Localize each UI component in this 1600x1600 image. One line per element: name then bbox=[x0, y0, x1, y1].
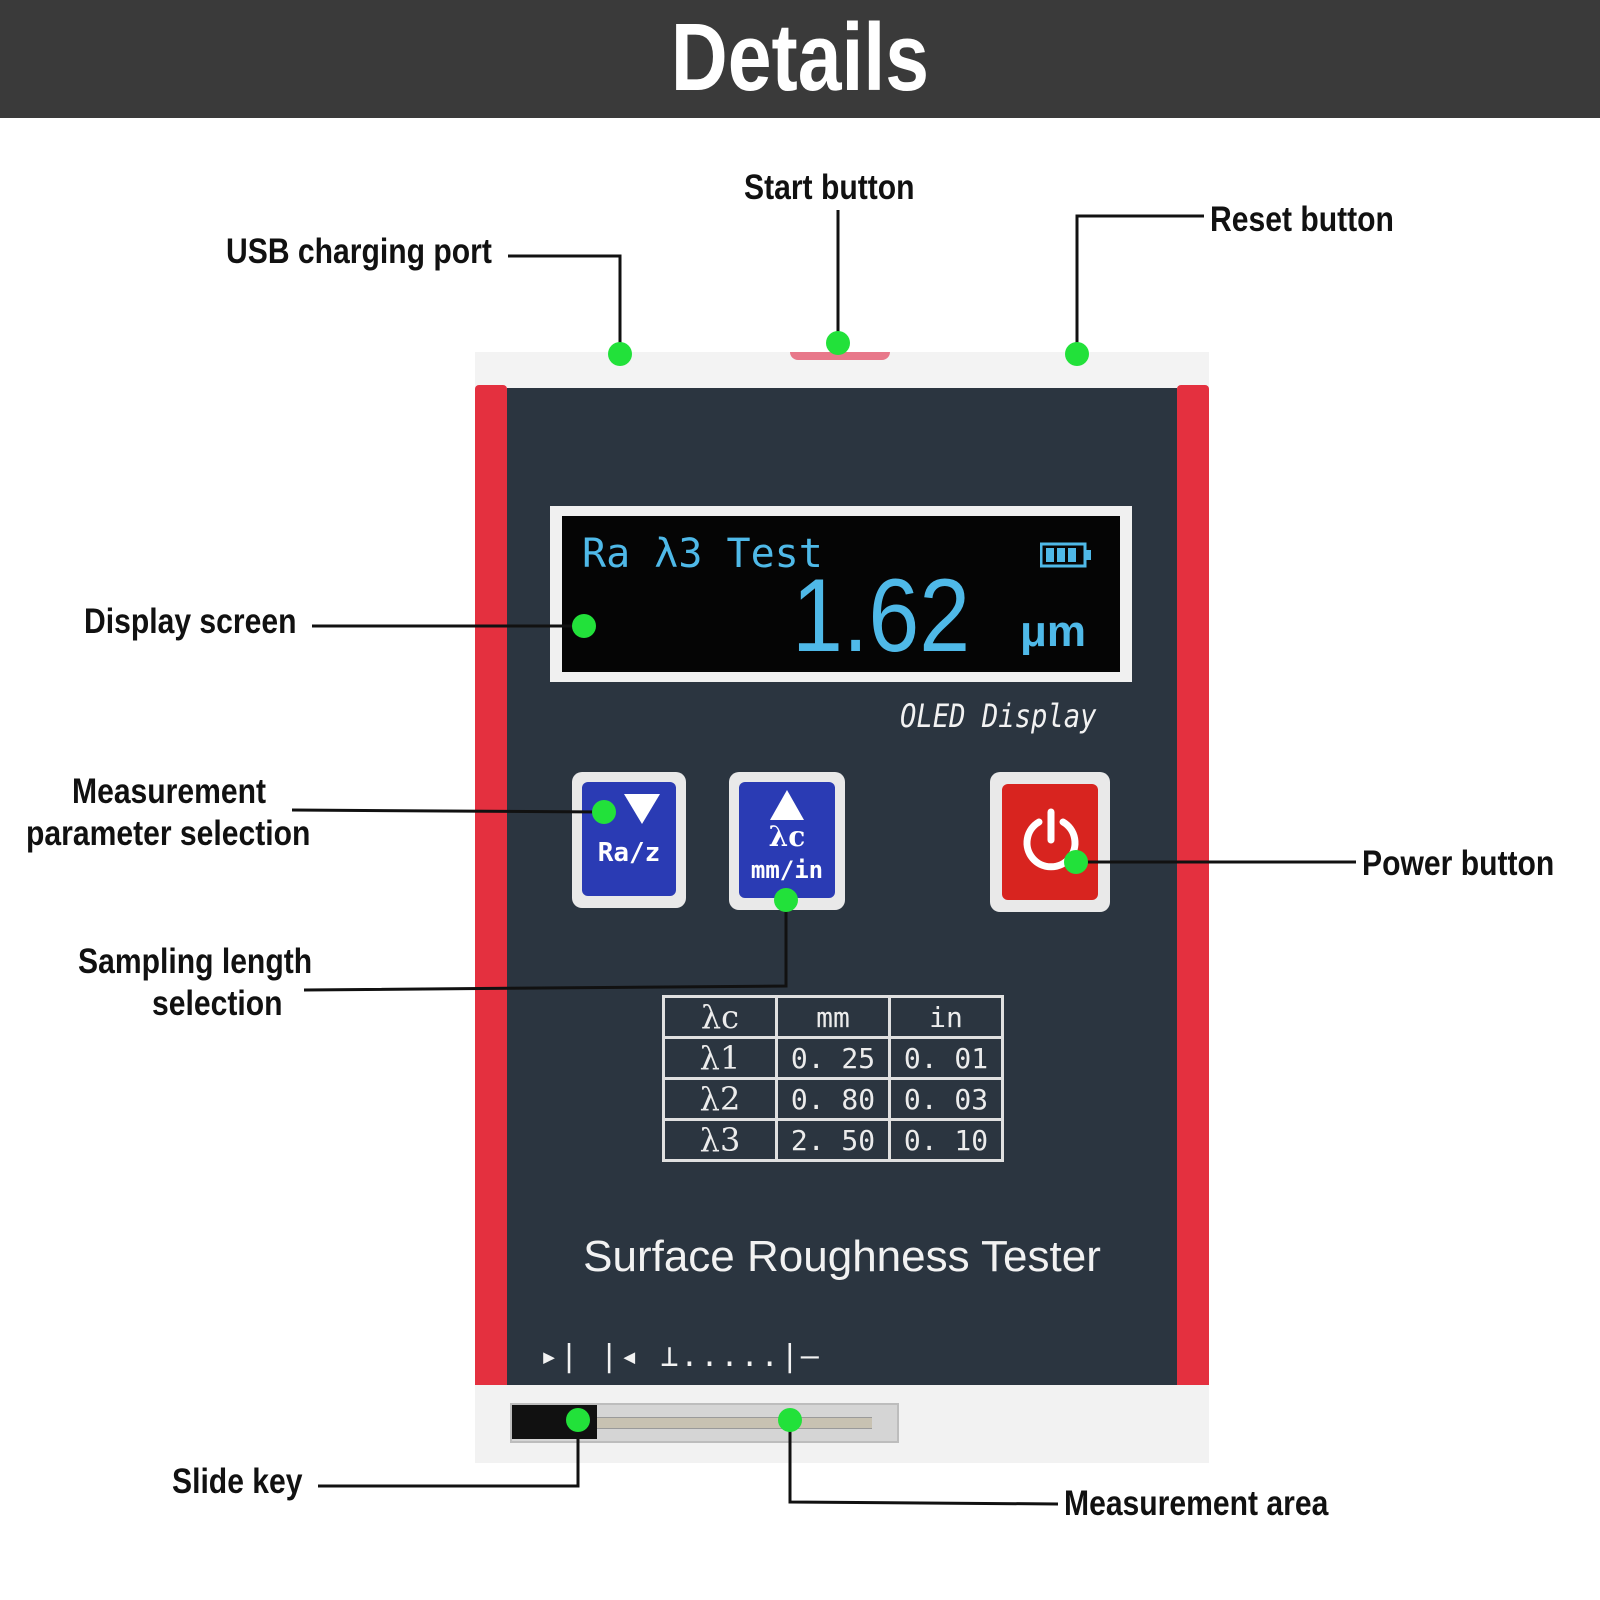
callout-measurement-area: Measurement area bbox=[1064, 1484, 1329, 1523]
table-cell: λ2 bbox=[662, 1077, 778, 1121]
triangle-down-icon bbox=[624, 794, 660, 824]
display-reading-unit: μm bbox=[1020, 607, 1087, 656]
lambda-c-key-symbol: λc bbox=[768, 820, 806, 853]
callout-display-screen: Display screen bbox=[84, 602, 297, 641]
device-brand-label: Surface Roughness Tester bbox=[583, 1232, 1101, 1281]
callout-slide-key: Slide key bbox=[172, 1462, 303, 1501]
leader-line-reset bbox=[1075, 214, 1204, 352]
table-cell: 0. 01 bbox=[888, 1036, 1004, 1080]
table-row: λ2 0. 80 0. 03 bbox=[662, 1077, 1004, 1121]
ra-z-key-label: Ra/z bbox=[597, 838, 661, 868]
battery-icon bbox=[1040, 542, 1091, 568]
sampling-length-table: λc mm in λ1 0. 25 0. 01 λ2 0. 80 0. 03 λ… bbox=[662, 995, 1004, 1162]
start-button[interactable] bbox=[790, 352, 890, 360]
table-cell: 0. 10 bbox=[888, 1118, 1004, 1162]
header-bar bbox=[0, 0, 1600, 118]
power-key[interactable] bbox=[990, 772, 1110, 912]
right-side-rail bbox=[1177, 385, 1209, 1443]
page-title: Details bbox=[670, 4, 930, 111]
power-icon bbox=[1023, 808, 1079, 871]
power-key-face[interactable] bbox=[1002, 784, 1098, 900]
oled-display-label: OLED Display bbox=[900, 697, 1097, 735]
callout-measurement-param-line1: Measurement bbox=[72, 772, 267, 811]
lambda-c-key-unit-label: mm/in bbox=[750, 856, 824, 884]
table-header-row: λc mm in bbox=[662, 995, 1004, 1039]
table-row: λ1 0. 25 0. 01 bbox=[662, 1036, 1004, 1080]
lambda-c-key-face[interactable]: λc mm/in bbox=[739, 782, 835, 898]
table-cell: 0. 25 bbox=[775, 1036, 891, 1080]
table-cell: 0. 80 bbox=[775, 1077, 891, 1121]
callout-reset-button: Reset button bbox=[1210, 200, 1394, 239]
sensor-groove bbox=[597, 1417, 872, 1429]
callout-measurement-param-line2: parameter selection bbox=[26, 814, 311, 853]
table-cell: 2. 50 bbox=[775, 1118, 891, 1162]
table-header-cell: mm bbox=[775, 995, 891, 1039]
display-reading-value: 1.62 bbox=[792, 558, 971, 674]
callout-start-button: Start button bbox=[744, 168, 915, 207]
table-header-cell: λc bbox=[662, 995, 778, 1039]
lambda-c-key[interactable]: λc mm/in bbox=[729, 772, 845, 910]
ra-z-key-face[interactable]: Ra/z bbox=[582, 782, 676, 896]
display-status-text: Ra λ3 Test bbox=[582, 531, 823, 577]
table-cell: 0. 03 bbox=[888, 1077, 1004, 1121]
ra-z-key[interactable]: Ra/z bbox=[572, 772, 686, 908]
left-side-rail bbox=[475, 385, 507, 1443]
stylus-position-icons: ▸| |◂ ⊥.....|— bbox=[540, 1339, 821, 1374]
table-cell: λ1 bbox=[662, 1036, 778, 1080]
leader-line-usb bbox=[508, 254, 622, 352]
callout-usb-charging-port: USB charging port bbox=[226, 232, 492, 271]
callout-sampling-length-line2: selection bbox=[152, 984, 283, 1023]
table-cell: λ3 bbox=[662, 1118, 778, 1162]
slide-key[interactable] bbox=[512, 1405, 597, 1439]
callout-power-button: Power button bbox=[1362, 844, 1555, 883]
table-header-cell: in bbox=[888, 995, 1004, 1039]
callout-sampling-length-line1: Sampling length bbox=[78, 942, 313, 981]
display-screen bbox=[562, 516, 1120, 672]
table-row: λ3 2. 50 0. 10 bbox=[662, 1118, 1004, 1162]
triangle-up-icon bbox=[770, 790, 804, 820]
